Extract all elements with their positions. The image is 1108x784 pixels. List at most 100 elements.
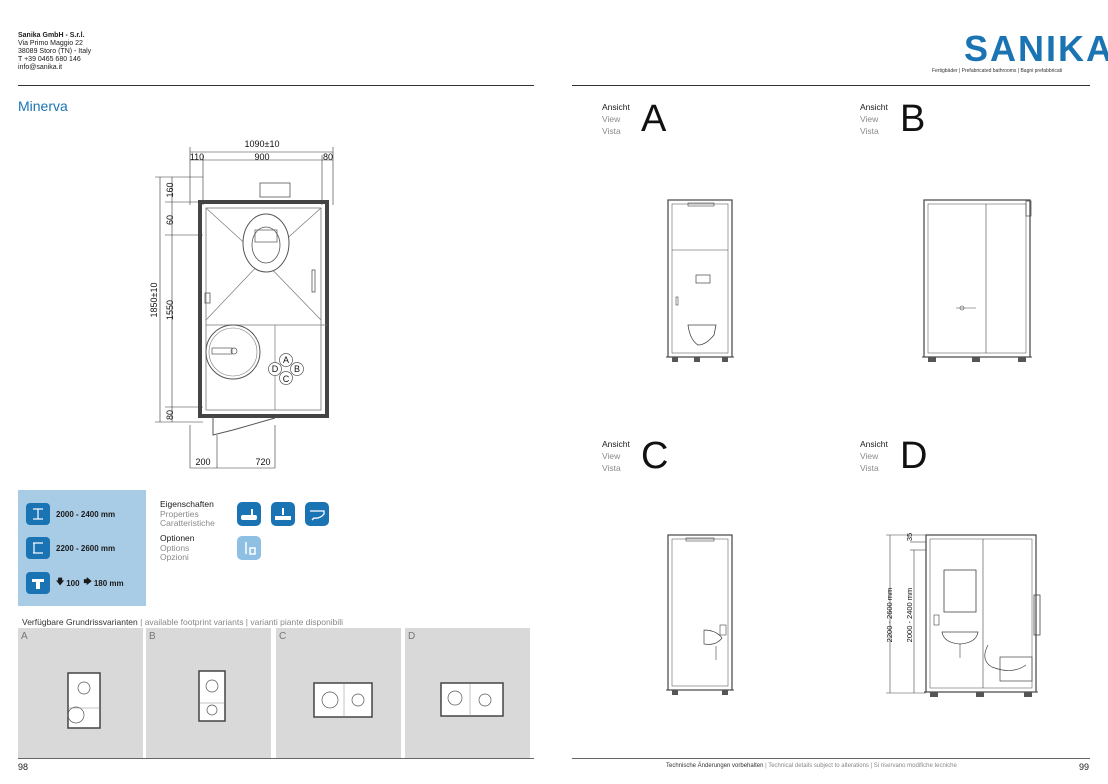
view-c-en: View (602, 451, 621, 461)
company-phone: T +39 0465 680 146 (18, 56, 81, 63)
view-b-it: Vista (860, 126, 879, 136)
footer-rule-right (572, 758, 1090, 759)
grab-bar-icon (237, 536, 261, 560)
options-en: Options (160, 542, 190, 553)
variant-plan-a (67, 672, 101, 729)
properties-label: Eigenschaften Properties Caratteristiche (160, 499, 215, 529)
company-name: Sanika GmbH - S.r.l. (18, 32, 85, 39)
view-letter-a: A (641, 98, 667, 140)
view-label-d: Ansicht View Vista (860, 438, 888, 474)
options-label: Optionen Options Opzioni (160, 533, 195, 563)
view-b-en: View (860, 114, 879, 124)
dim-depth-total: 1850±10 (149, 283, 159, 318)
elevation-d: 2200 - 2600 mm 2000 - 2400 mm 35 (885, 533, 1041, 697)
view-c-de: Ansicht (602, 439, 630, 449)
dim-width-total: 1090±10 (245, 139, 280, 149)
view-a-de: Ansicht (602, 102, 630, 112)
spec-height-b: 2200 - 2600 mm (26, 537, 115, 559)
compass-a: A (283, 355, 289, 365)
options-it: Opzioni (160, 552, 189, 562)
header-rule-left (18, 85, 534, 86)
variant-label-a: A (21, 631, 28, 642)
footer-note-de: Technische Änderungen vorbehalten (666, 763, 764, 769)
dim-bottom-right: 720 (255, 457, 270, 467)
elevation-c (666, 534, 734, 695)
dim-depth-b: 1550 (165, 300, 175, 320)
spec-height-b-text: 2200 - 2600 mm (56, 543, 116, 553)
height-icon (26, 503, 50, 525)
view-letter-b: B (900, 98, 926, 140)
toilet-icon (305, 502, 329, 526)
variant-plan-b (198, 670, 226, 722)
variant-plan-c (313, 682, 373, 718)
properties-de: Eigenschaften (160, 499, 214, 509)
view-dim-inner: 2000 - 2400 mm (905, 588, 914, 643)
view-label-c: Ansicht View Vista (602, 438, 630, 474)
options-de: Optionen (160, 533, 195, 543)
view-d-en: View (860, 451, 879, 461)
view-a-it: Vista (602, 126, 621, 136)
dim-depth-bottom: 80 (165, 410, 175, 420)
elevation-a (666, 199, 734, 362)
variant-plan-d (440, 682, 504, 717)
variants-title-rest: | available footprint variants | variant… (137, 617, 343, 627)
arrow-down-icon: 🡇 (56, 577, 65, 586)
properties-en: Properties (160, 508, 199, 519)
spec-height-a-text: 2000 - 2400 mm (56, 509, 116, 519)
spec-drain-down: 100 (66, 578, 80, 588)
variant-panel-a: A (18, 628, 143, 758)
company-street: Via Primo Maggio 22 (18, 40, 83, 47)
elevation-b (922, 199, 1032, 362)
compass-d: D (272, 364, 279, 374)
dim-depth-a: 60 (165, 215, 175, 225)
view-letter-c: C (641, 435, 669, 477)
view-dim-top: 35 (905, 533, 914, 541)
drain-icon (26, 572, 50, 594)
view-label-b: Ansicht View Vista (860, 101, 888, 137)
variant-label-b: B (149, 631, 156, 642)
dim-bottom-left: 200 (195, 457, 210, 467)
arrow-right-icon: 🡆 (83, 577, 92, 586)
footer-note-rest: | Technical details subject to alteratio… (763, 763, 957, 769)
variant-label-d: D (408, 631, 416, 642)
variants-title: Verfügbare Grundrissvarianten | availabl… (22, 617, 343, 627)
dim-width-right: 80 (323, 152, 333, 162)
variant-panel-d: D (405, 628, 530, 758)
variant-panel-b: B (146, 628, 271, 758)
company-email: info@sanika.it (18, 64, 63, 71)
spec-drain: 🡇 100 🡆 180 mm (26, 572, 124, 594)
brand-tagline: Fertigbäder | Prefabricated bathrooms | … (932, 68, 1063, 74)
view-dim-outer: 2200 - 2600 mm (885, 588, 894, 643)
outer-height-icon (26, 537, 50, 559)
view-d-it: Vista (860, 463, 879, 473)
view-c-it: Vista (602, 463, 621, 473)
dim-depth-top: 160 (165, 182, 175, 197)
footer-rule-left (18, 758, 534, 759)
company-city: 38089 Storo (TN) - Italy (18, 48, 92, 55)
variant-label-c: C (279, 631, 287, 642)
view-b-de: Ansicht (860, 102, 888, 112)
page-title: Minerva (18, 98, 68, 114)
view-letter-d: D (900, 435, 928, 477)
page-number-right: 99 (1079, 762, 1090, 772)
page-number-left: 98 (18, 762, 29, 772)
spec-drain-side: 180 mm (93, 578, 124, 588)
dim-width-left: 110 (190, 152, 204, 162)
spec-height-a: 2000 - 2400 mm (26, 503, 115, 525)
sanika-logo: SANIKA (964, 28, 1108, 69)
shower-tray-icon (271, 502, 295, 526)
dim-width-mid: 900 (254, 152, 269, 162)
compass-b: B (294, 364, 300, 374)
variant-panel-c: C (276, 628, 401, 758)
company-address: Sanika GmbH - S.r.l. Via Primo Maggio 22… (18, 32, 91, 72)
compass-c: C (283, 374, 290, 384)
view-label-a: Ansicht View Vista (602, 101, 630, 137)
footer-disclaimer: Technische Änderungen vorbehalten | Tech… (666, 763, 957, 769)
specs-box: 2000 - 2400 mm 2200 - 2600 mm 🡇 100 🡆 18… (18, 490, 146, 606)
view-d-de: Ansicht (860, 439, 888, 449)
properties-it: Caratteristiche (160, 518, 215, 528)
view-a-en: View (602, 114, 621, 124)
washbasin-icon (237, 502, 261, 526)
variants-title-de: Verfügbare Grundrissvarianten (22, 617, 138, 627)
floor-plan-drawing: A D B C 1090±10 110 900 80 200 720 1850±… (149, 139, 334, 469)
